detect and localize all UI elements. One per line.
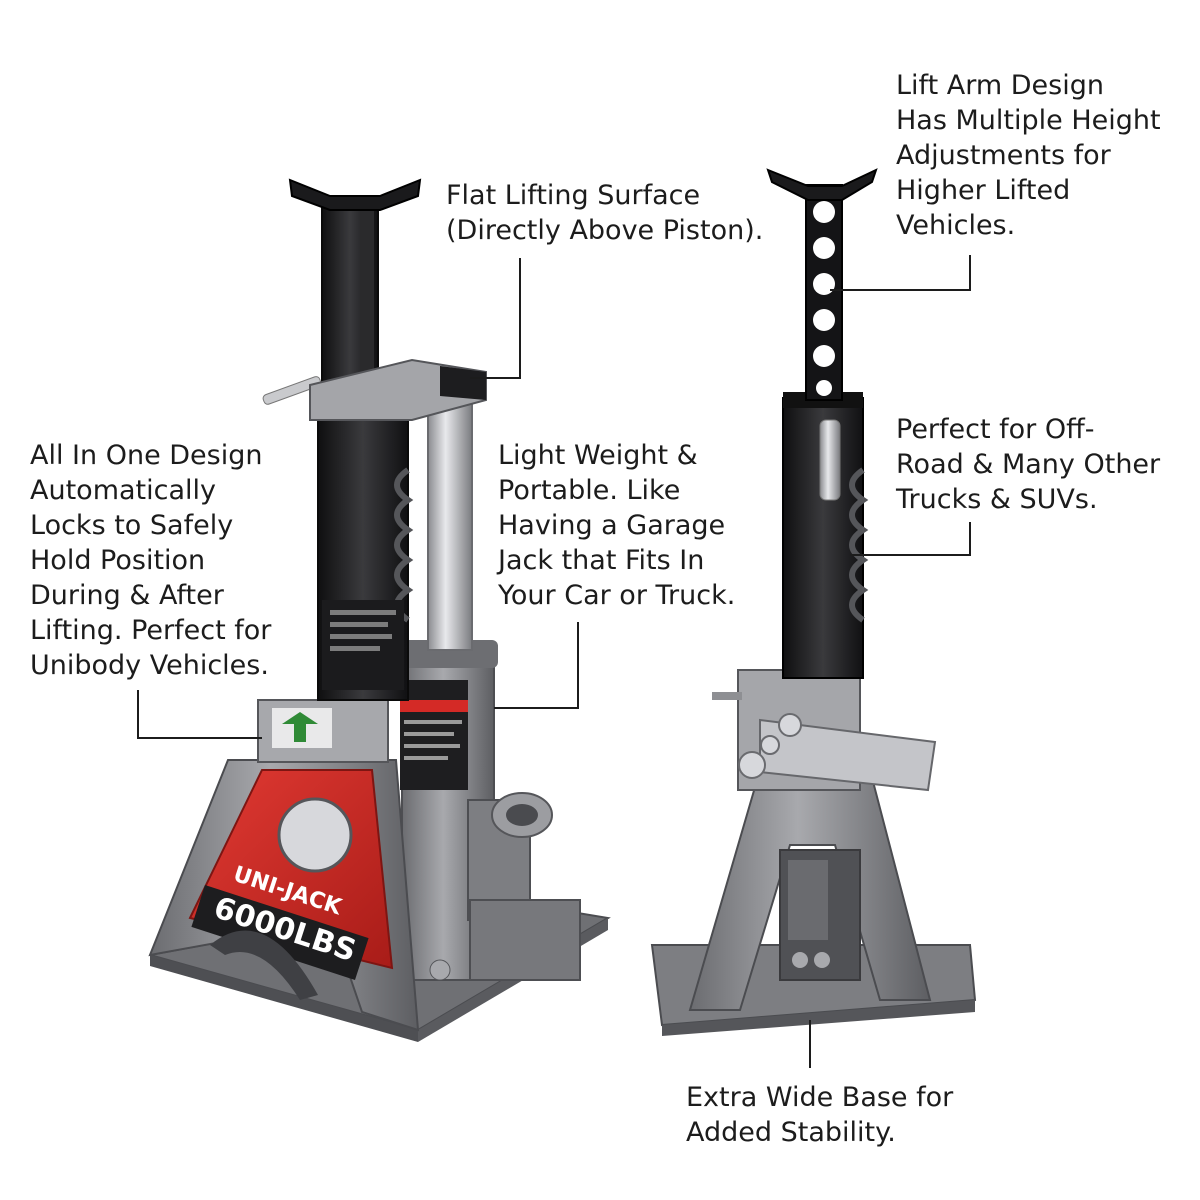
callout-line: Perfect for Off- <box>896 414 1095 445</box>
callout-line: Hold Position <box>30 545 206 576</box>
callout-line: Jack that Fits In <box>498 545 705 576</box>
callout-line: Added Stability. <box>686 1117 896 1148</box>
callout-line: Trucks & SUVs. <box>896 484 1098 515</box>
stand-window <box>277 797 353 873</box>
callout-extra-wide-base: Extra Wide Base for Added Stability. <box>686 1080 953 1150</box>
callout-line: All In One Design <box>30 440 263 471</box>
right-saddle <box>766 168 878 201</box>
callout-line: During & After <box>30 580 224 611</box>
callout-light-weight: Light Weight & Portable. Like Having a G… <box>498 438 735 613</box>
callout-line: Automatically <box>30 475 216 506</box>
callout-off-road: Perfect for Off- Road & Many Other Truck… <box>896 412 1160 517</box>
callout-line: Has Multiple Height <box>896 105 1161 136</box>
saddle <box>288 178 422 211</box>
piston <box>427 399 473 651</box>
callout-line: Portable. Like <box>498 475 681 506</box>
callout-line: Lifting. Perfect for <box>30 615 272 646</box>
callout-line: Higher Lifted <box>896 175 1071 206</box>
callout-flat-lifting-surface: Flat Lifting Surface (Directly Above Pis… <box>446 178 763 248</box>
right-jack-stand <box>650 168 977 1036</box>
bottle-jack <box>398 640 581 981</box>
callout-line: Unibody Vehicles. <box>30 650 269 681</box>
left-jack-stand: UNI-JACK 6000LBS <box>148 178 611 1042</box>
callout-line: Having a Garage <box>498 510 726 541</box>
callout-line: Your Car or Truck. <box>498 580 736 611</box>
leader-all-in-one-design <box>137 690 262 739</box>
right-stand-legs <box>688 769 932 1011</box>
callout-line: Extra Wide Base for <box>686 1082 954 1113</box>
callout-line: Light Weight & <box>498 440 698 471</box>
callout-line: Flat Lifting Surface <box>446 180 701 211</box>
callout-lift-arm-design: Lift Arm Design Has Multiple Height Adju… <box>896 68 1161 243</box>
callout-line: Vehicles. <box>896 210 1016 241</box>
callout-line: Road & Many Other <box>896 449 1161 480</box>
callout-line: Adjustments for <box>896 140 1111 171</box>
leader-lines <box>137 255 971 1068</box>
callout-all-in-one-design: All In One Design Automatically Locks to… <box>30 438 271 683</box>
leader-flat-lifting-surface <box>470 258 521 379</box>
callout-line: (Directly Above Piston). <box>446 215 764 246</box>
leader-light-weight <box>494 622 579 709</box>
callout-line: Locks to Safely <box>30 510 234 541</box>
leader-off-road <box>850 522 971 556</box>
leader-lift-arm-design <box>830 255 971 291</box>
height-holes <box>813 201 835 396</box>
callout-line: Lift Arm Design <box>896 70 1104 101</box>
